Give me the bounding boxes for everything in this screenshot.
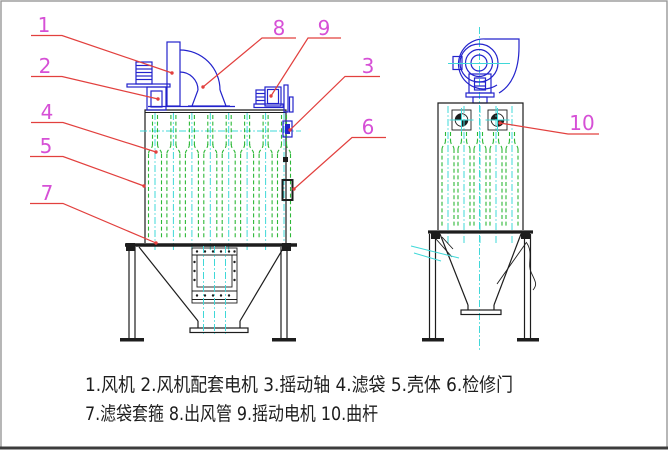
hopper-front (138, 246, 285, 334)
crank-left (449, 107, 474, 133)
hopper-brace (496, 242, 527, 285)
callout-leader-7 (30, 202, 157, 244)
legend-line-2: 7.滤袋套箍 8.出风管 9.摇动电机 10.曲杆 (85, 403, 378, 425)
callout-leader-3 (289, 75, 380, 131)
callout-5: 5 (30, 134, 146, 188)
housing-shell (144, 109, 287, 243)
callout-number-8: 8 (273, 16, 286, 40)
callout-3: 3 (288, 54, 380, 132)
shaking-motor (253, 86, 284, 109)
callout-1: 1 (31, 13, 174, 75)
callout-number-10: 10 (569, 111, 594, 135)
callout-leader-2 (31, 75, 159, 100)
lever-handle (525, 241, 537, 291)
fan-side (448, 38, 520, 104)
callout-leader-6 (293, 136, 386, 190)
callout-number-5: 5 (40, 134, 53, 158)
callout-number-6: 6 (362, 115, 375, 139)
hopper-side (410, 233, 537, 316)
shaking-shaft (282, 84, 294, 138)
fan-motor (126, 61, 171, 111)
leg-gusset (435, 236, 454, 258)
callout-10: 10 (498, 111, 599, 135)
callout-9: 9 (269, 16, 341, 98)
callout-leader-8 (202, 37, 296, 88)
callouts: 1 2 4 5 7 8 9 (30, 13, 599, 245)
legend: 1.风机 2.风机配套电机 3.摇动轴 4.滤袋 5.壳体 6.检修门 7.滤袋… (85, 374, 513, 425)
callout-number-3: 3 (362, 54, 375, 78)
callout-leader-1 (31, 34, 173, 74)
housing-side (437, 102, 524, 230)
legend-line-1: 1.风机 2.风机配套电机 3.摇动轴 4.滤袋 5.壳体 6.检修门 (85, 374, 513, 396)
outlet-duct (166, 41, 181, 107)
callout-2: 2 (31, 54, 160, 101)
hopper-centerlines (203, 246, 226, 334)
callout-8: 8 (201, 16, 296, 89)
callout-number-4: 4 (41, 100, 54, 124)
front-view (120, 41, 301, 342)
callout-leader-5 (30, 155, 145, 187)
side-view (410, 27, 539, 352)
callout-number-1: 1 (38, 13, 51, 37)
legs-front (120, 247, 296, 342)
filter-bags-front (147, 112, 292, 252)
callout-leader-9 (270, 37, 341, 97)
access-door (281, 157, 294, 201)
callout-number-9: 9 (318, 16, 331, 40)
callout-7: 7 (30, 181, 158, 245)
support-frame (125, 243, 297, 251)
callout-leader-10 (499, 122, 599, 135)
panel-bolts (193, 250, 236, 297)
callout-4: 4 (31, 100, 158, 154)
callout-leader-4 (31, 121, 157, 153)
crank-right (485, 107, 510, 133)
callout-number-7: 7 (41, 181, 54, 205)
callout-number-2: 2 (39, 54, 52, 78)
callout-6: 6 (292, 115, 386, 191)
fan-volute (179, 49, 230, 107)
legs-side (422, 234, 539, 342)
fan-assembly (126, 41, 235, 111)
fan-pedestal (465, 73, 495, 104)
